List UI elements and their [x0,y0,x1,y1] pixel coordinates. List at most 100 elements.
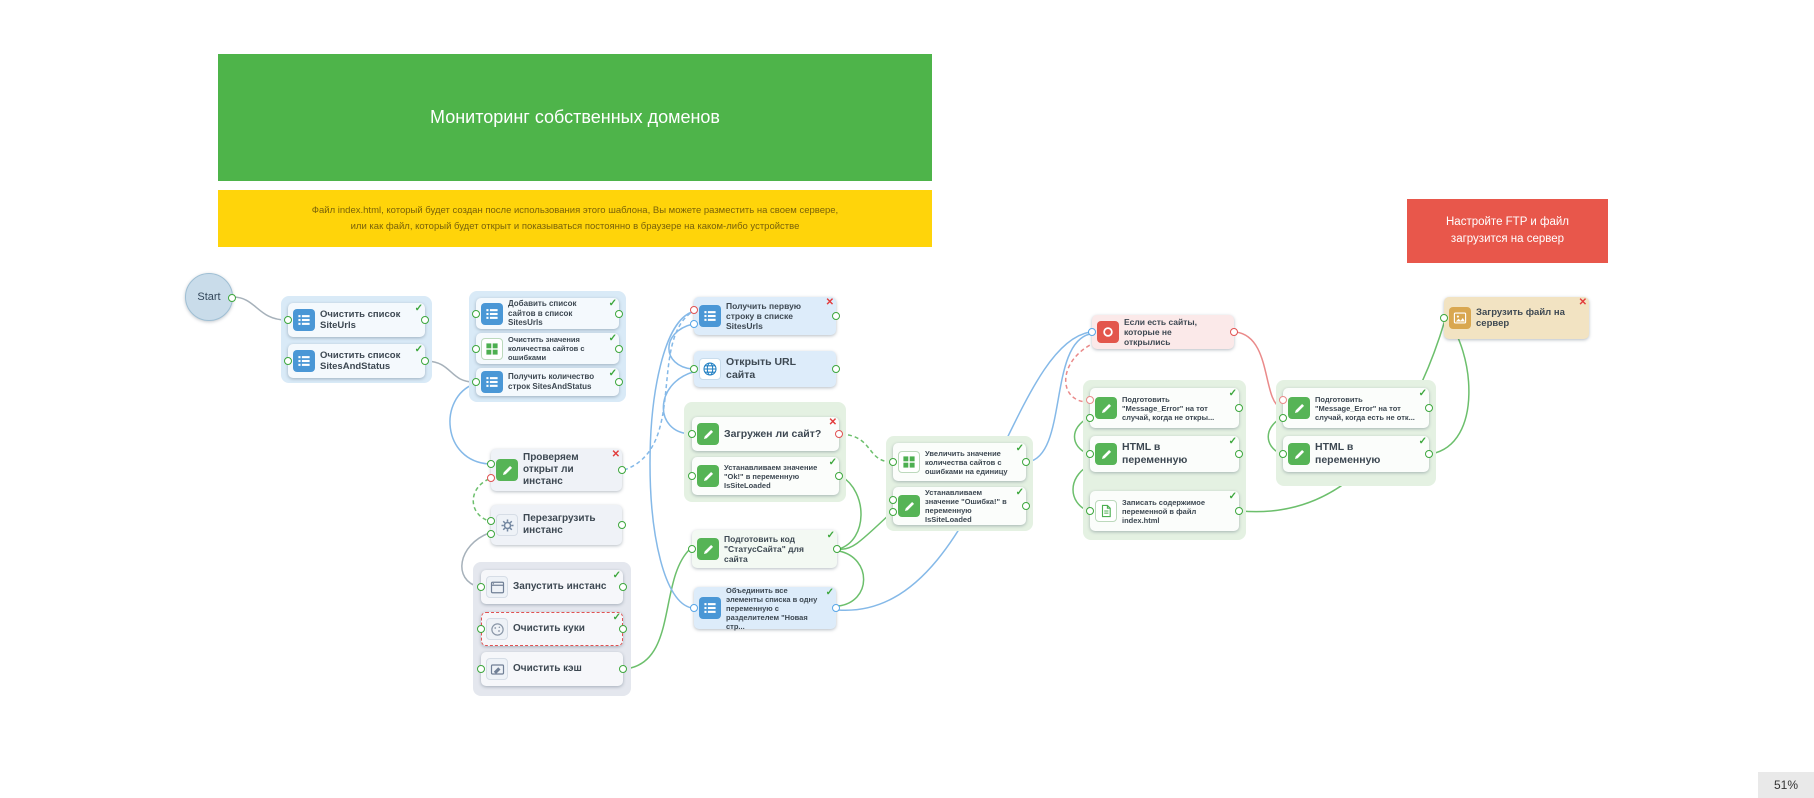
node-get-first-row[interactable]: Получить первую строку в списке SitesUrl… [690,297,840,335]
pencil-icon [1288,397,1310,419]
node-open-url[interactable]: Открыть URL сайта [690,351,840,387]
node-if-sites-failed[interactable]: Если есть сайты, которые не открылись [1088,315,1238,349]
node-clear-error-count[interactable]: Очистить значения количества сайтов с ош… [472,333,623,364]
connector-dot[interactable] [690,306,698,315]
description-note[interactable]: Файл index.html, который будет создан по… [218,190,932,247]
connector-dot[interactable] [477,583,485,591]
connector-dot[interactable] [472,378,480,386]
node-clear-sitesandstatus[interactable]: Очистить список SitesAndStatus✓ [284,344,429,378]
connector-dot[interactable] [1230,328,1238,336]
connector-dot[interactable] [1086,396,1094,404]
node-join-list[interactable]: Объединить все элементы списка в одну пе… [690,586,840,631]
connector-dot[interactable] [1086,507,1094,515]
connector-dot[interactable] [284,316,292,324]
connector-dot[interactable] [472,309,480,318]
node-html-to-variable-1[interactable]: HTML в переменную✓ [1086,436,1243,472]
connector-dot[interactable] [835,430,843,438]
node-clear-siteurls[interactable]: Очистить список SiteUrls✓ [284,303,429,337]
ftp-note[interactable]: Настройте FTP и файл загрузится на серве… [1407,199,1608,263]
connector-dot[interactable] [690,319,698,328]
start-node[interactable]: Start [185,273,236,321]
node-clear-cache[interactable]: Очистить кэш [477,652,627,686]
title-note[interactable]: Мониторинг собственных доменов [218,54,932,181]
node-html-to-variable-2[interactable]: HTML в переменную✓ [1279,436,1433,472]
connector-dot[interactable] [1235,450,1243,458]
node-set-error[interactable]: Устанавливаем значение "Ошибка!" в перем… [889,487,1030,525]
connector-dot[interactable] [487,459,495,468]
wire [472,478,490,522]
connector-dot[interactable] [835,472,843,480]
connector-dot[interactable] [421,316,429,324]
connector-dot[interactable] [1279,414,1287,422]
connector-dot[interactable] [832,312,840,320]
node-label: Записать содержимое переменной в файл in… [1122,497,1206,525]
node-clear-cookies[interactable]: Очистить куки✓ [477,612,627,646]
connector-dot[interactable] [619,665,627,673]
connector-dot[interactable] [688,545,696,553]
connector-dot[interactable] [615,344,623,353]
connector-dot[interactable] [889,458,897,466]
node-add-sites-list[interactable]: Добавить список сайтов в список SitesUrl… [472,298,623,329]
node-check-instance-open[interactable]: Проверяем открыт ли инстанс✕ [487,449,626,491]
connector-dot[interactable] [487,517,495,525]
connector-dot[interactable] [833,545,841,553]
node-label: Загрузить файл на сервер [1476,306,1565,329]
connector-dot[interactable] [1022,502,1030,510]
connector-dot[interactable] [421,357,429,365]
connector-dot[interactable] [487,529,495,538]
connector-dot[interactable] [832,604,840,612]
status-check-icon: ✓ [608,333,617,344]
connector-dot[interactable] [1086,450,1094,458]
list-icon [481,371,503,393]
connector-dot[interactable] [1086,414,1094,422]
connector-dot[interactable] [1235,507,1243,515]
connector-dot[interactable] [690,604,698,612]
connector-dot[interactable] [618,466,626,474]
connector-dot[interactable] [889,496,897,505]
connector-dot[interactable] [477,665,485,673]
node-write-index-file[interactable]: Записать содержимое переменной в файл in… [1086,491,1243,531]
node-prepare-status-code[interactable]: Подготовить код "СтатусСайта" для сайта✓ [688,530,841,568]
wire [840,433,892,463]
connector-dot[interactable] [690,365,698,373]
connector-dot[interactable] [487,474,495,483]
node-prepare-message-error-some[interactable]: Подготовить "Message_Error" на тот случа… [1279,388,1433,428]
node-get-row-count[interactable]: Получить количество строк SitesAndStatus… [472,368,623,396]
zoom-indicator[interactable]: 51% [1758,772,1814,798]
node-restart-instance[interactable]: Перезагрузить инстанс [487,505,626,545]
connector-dot[interactable] [228,294,236,302]
status-cross-icon: ✕ [1578,297,1587,308]
connector-dot[interactable] [618,521,626,529]
node-start-instance[interactable]: Запустить инстанс✓ [477,570,627,604]
node-inc-error-count[interactable]: Увеличить значение количества сайтов с о… [889,443,1030,481]
node-prepare-message-error-none[interactable]: Подготовить "Message_Error" на тот случа… [1086,388,1243,428]
connector-dot[interactable] [1279,450,1287,458]
connector-dot[interactable] [615,378,623,386]
connector-dot[interactable] [688,472,696,480]
status-check-icon: ✓ [414,344,423,355]
connector-dot[interactable] [284,357,292,365]
connector-dot[interactable] [1279,396,1287,404]
connector-dot[interactable] [619,625,627,633]
node-upload-file-to-server[interactable]: Загрузить файл на сервер ✕ [1440,297,1589,339]
connector-dot[interactable] [889,507,897,516]
connector-dot[interactable] [1088,328,1096,336]
connector-dot[interactable] [1022,458,1030,466]
connector-dot[interactable] [472,344,480,353]
connector-dot[interactable] [477,625,485,633]
node-label: Подготовить "Message_Error" на тот случа… [1122,394,1215,422]
connector-dot[interactable] [832,365,840,373]
connector-dot[interactable] [1425,404,1433,412]
connector-dot[interactable] [688,430,696,438]
node-label: Перезагрузить инстанс [523,513,596,536]
wire [623,311,693,471]
node-site-loaded[interactable]: Загружен ли сайт?✕ [688,417,843,451]
node-set-ok[interactable]: Устанавливаем значение "Ok!" в переменну… [688,457,843,495]
connector-dot[interactable] [1425,450,1433,458]
connector-dot[interactable] [1440,314,1448,322]
status-check-icon: ✓ [608,368,617,379]
connector-dot[interactable] [1235,404,1243,412]
connector-dot[interactable] [615,309,623,318]
connector-dot[interactable] [619,583,627,591]
